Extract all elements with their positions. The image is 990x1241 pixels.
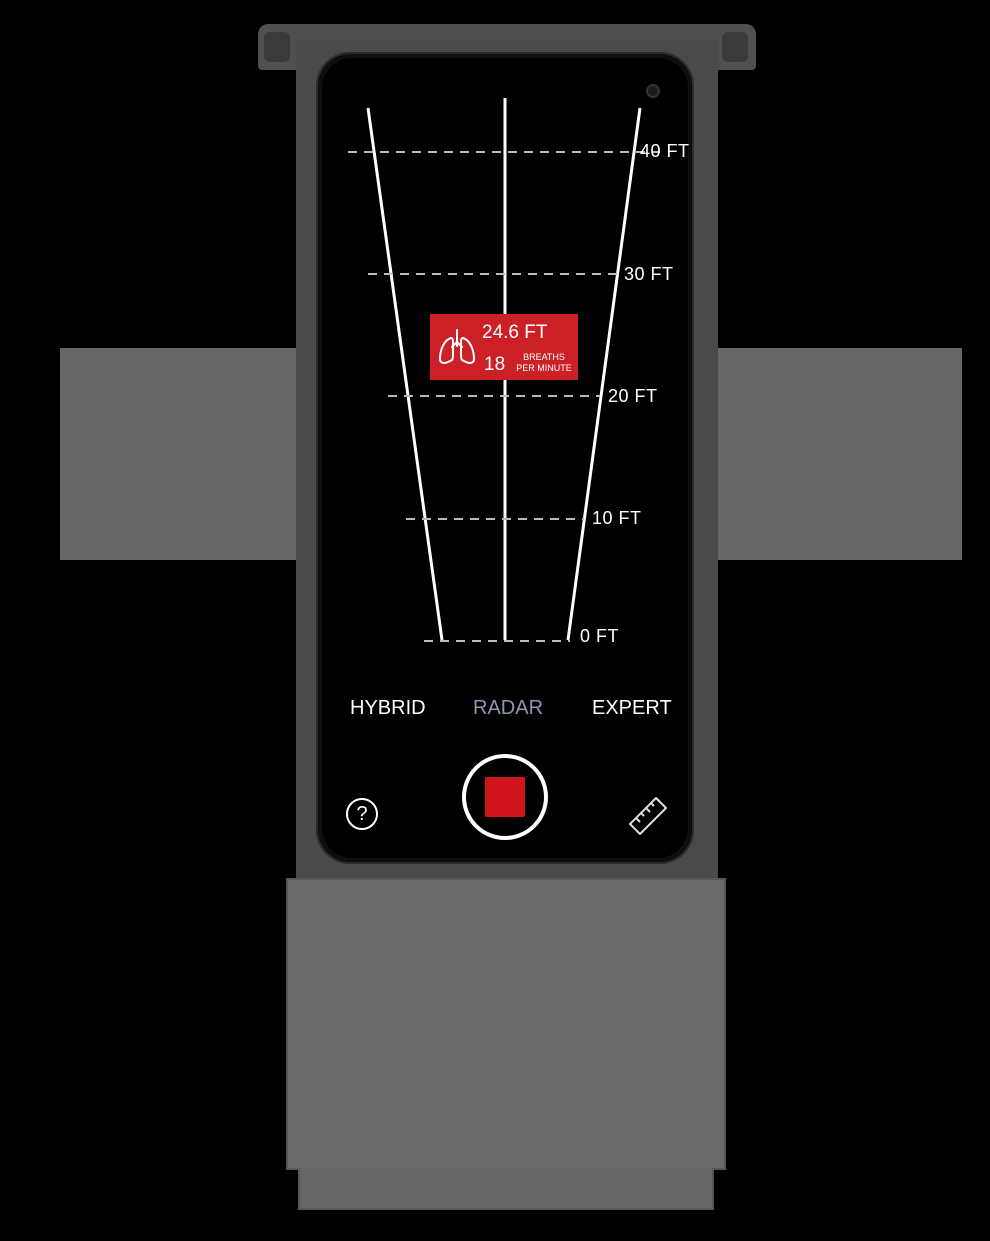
distance-label-30: 30 FT	[624, 264, 674, 284]
radar-boundary-right	[566, 107, 642, 641]
question-circle-icon: ?	[356, 803, 368, 825]
distance-label-40: 40 FT	[640, 141, 690, 161]
detection-distance: 24.6 FT	[482, 322, 548, 343]
breath-rate-value: 18	[484, 354, 506, 375]
tab-hybrid[interactable]: HYBRID	[350, 697, 426, 719]
mount-side-panel-left	[60, 348, 300, 560]
tab-radar[interactable]: RADAR	[473, 697, 544, 719]
mount-cap-notch-left	[264, 32, 290, 62]
mount-side-panel-right	[712, 348, 962, 560]
breath-rate-label: BREATHS PER MINUTE	[514, 352, 574, 374]
mount-cap-notch-right	[722, 32, 748, 62]
breath-rate-label-line1: BREATHS	[523, 352, 565, 362]
lungs-icon	[439, 329, 475, 364]
front-camera	[646, 84, 660, 98]
breath-rate-label-line2: PER MINUTE	[516, 363, 572, 373]
radar-boundary-left	[366, 107, 444, 641]
distance-label-10: 10 FT	[592, 508, 642, 528]
ruler-icon[interactable]	[626, 792, 670, 836]
detection-badge[interactable]	[430, 314, 578, 380]
help-button[interactable]: ?	[346, 798, 378, 830]
stop-icon	[485, 777, 525, 817]
distance-label-0: 0 FT	[580, 626, 620, 646]
mount-bottom-lip	[298, 1168, 714, 1210]
distance-label-20: 20 FT	[608, 386, 658, 406]
record-stop-button[interactable]	[462, 754, 548, 840]
tab-expert[interactable]: EXPERT	[592, 697, 672, 719]
